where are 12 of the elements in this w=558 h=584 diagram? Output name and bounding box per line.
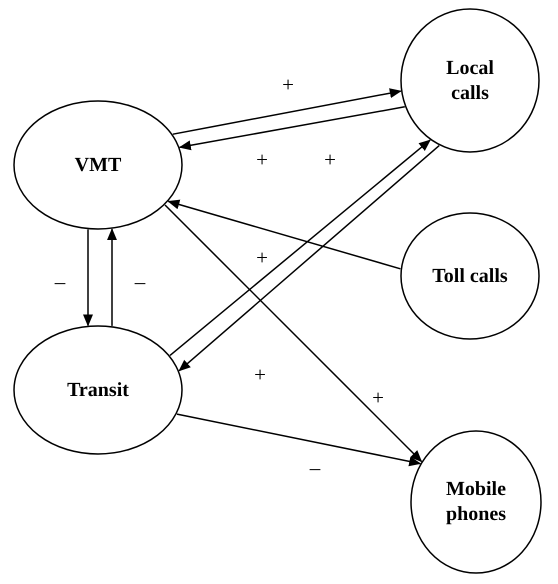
arrow	[164, 204, 422, 462]
node-label: Mobile phones	[444, 477, 508, 527]
node-label: Transit	[66, 378, 130, 402]
arrow	[107, 228, 117, 326]
arrow	[83, 230, 93, 326]
node-label: VMT	[74, 152, 122, 178]
node-label: Toll calls	[431, 264, 509, 288]
arrow	[176, 413, 422, 466]
arrow	[167, 200, 401, 270]
arrow	[178, 106, 405, 150]
arrow	[172, 88, 402, 135]
node-label: Local calls	[445, 56, 495, 106]
